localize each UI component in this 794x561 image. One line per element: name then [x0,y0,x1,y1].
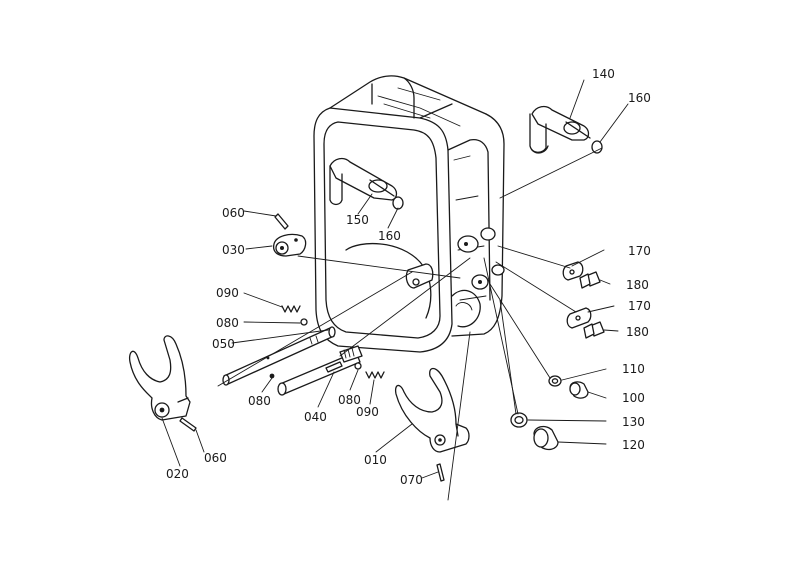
ball-080-right [354,362,362,370]
shift-rod-040 [277,345,363,396]
washer-130-hole [514,415,524,425]
label-160-upper: 160 [628,91,651,105]
gear-case-housing [313,75,505,353]
part-labels: 140 160 150 160 060 030 090 080 050 080 … [166,67,651,487]
label-030: 030 [222,243,245,257]
label-080-left: 080 [248,394,271,408]
spring-090-lower [365,371,385,379]
lock-plate-170-lower [566,307,592,329]
label-170-lower: 170 [628,299,651,313]
pin-060-lower [179,417,197,432]
leader-lines [161,79,629,501]
shift-rod-050 [222,326,336,386]
label-090-upper: 090 [216,286,239,300]
label-040: 040 [304,410,327,424]
bolt-180-upper [579,271,601,289]
label-130: 130 [622,415,645,429]
label-100: 100 [622,391,645,405]
label-140: 140 [592,67,615,81]
spring-090-upper [281,305,301,313]
washer-110-hole [551,378,559,384]
shift-fork-020 [128,335,191,421]
label-070: 070 [400,473,423,487]
label-080-right: 080 [338,393,361,407]
plug-120 [533,425,559,451]
bolt-180-lower [583,321,605,339]
lock-plate-170-upper [562,261,584,281]
plug-100 [569,381,589,399]
label-170-upper: 170 [628,244,651,258]
label-180-lower: 180 [626,325,649,339]
label-060-lower: 060 [204,451,227,465]
label-050: 050 [212,337,235,351]
shift-lever-140 [529,105,591,154]
label-090-lower: 090 [356,405,379,419]
label-180-upper: 180 [626,278,649,292]
shift-fork-010 [394,367,470,453]
pin-070 [436,463,445,482]
label-110: 110 [622,362,645,376]
ball-080-left [269,373,275,379]
arm-030 [272,233,307,257]
label-010: 010 [364,453,387,467]
label-060-upper: 060 [222,206,245,220]
pin-060-upper [274,213,289,230]
label-160-lower: 160 [378,229,401,243]
o-ring-160-upper [591,140,603,154]
label-120: 120 [622,438,645,452]
label-080-upper: 080 [216,316,239,330]
shift-lever-150 [329,157,404,210]
label-020: 020 [166,467,189,481]
ball-080-upper [300,318,308,326]
label-150: 150 [346,213,369,227]
